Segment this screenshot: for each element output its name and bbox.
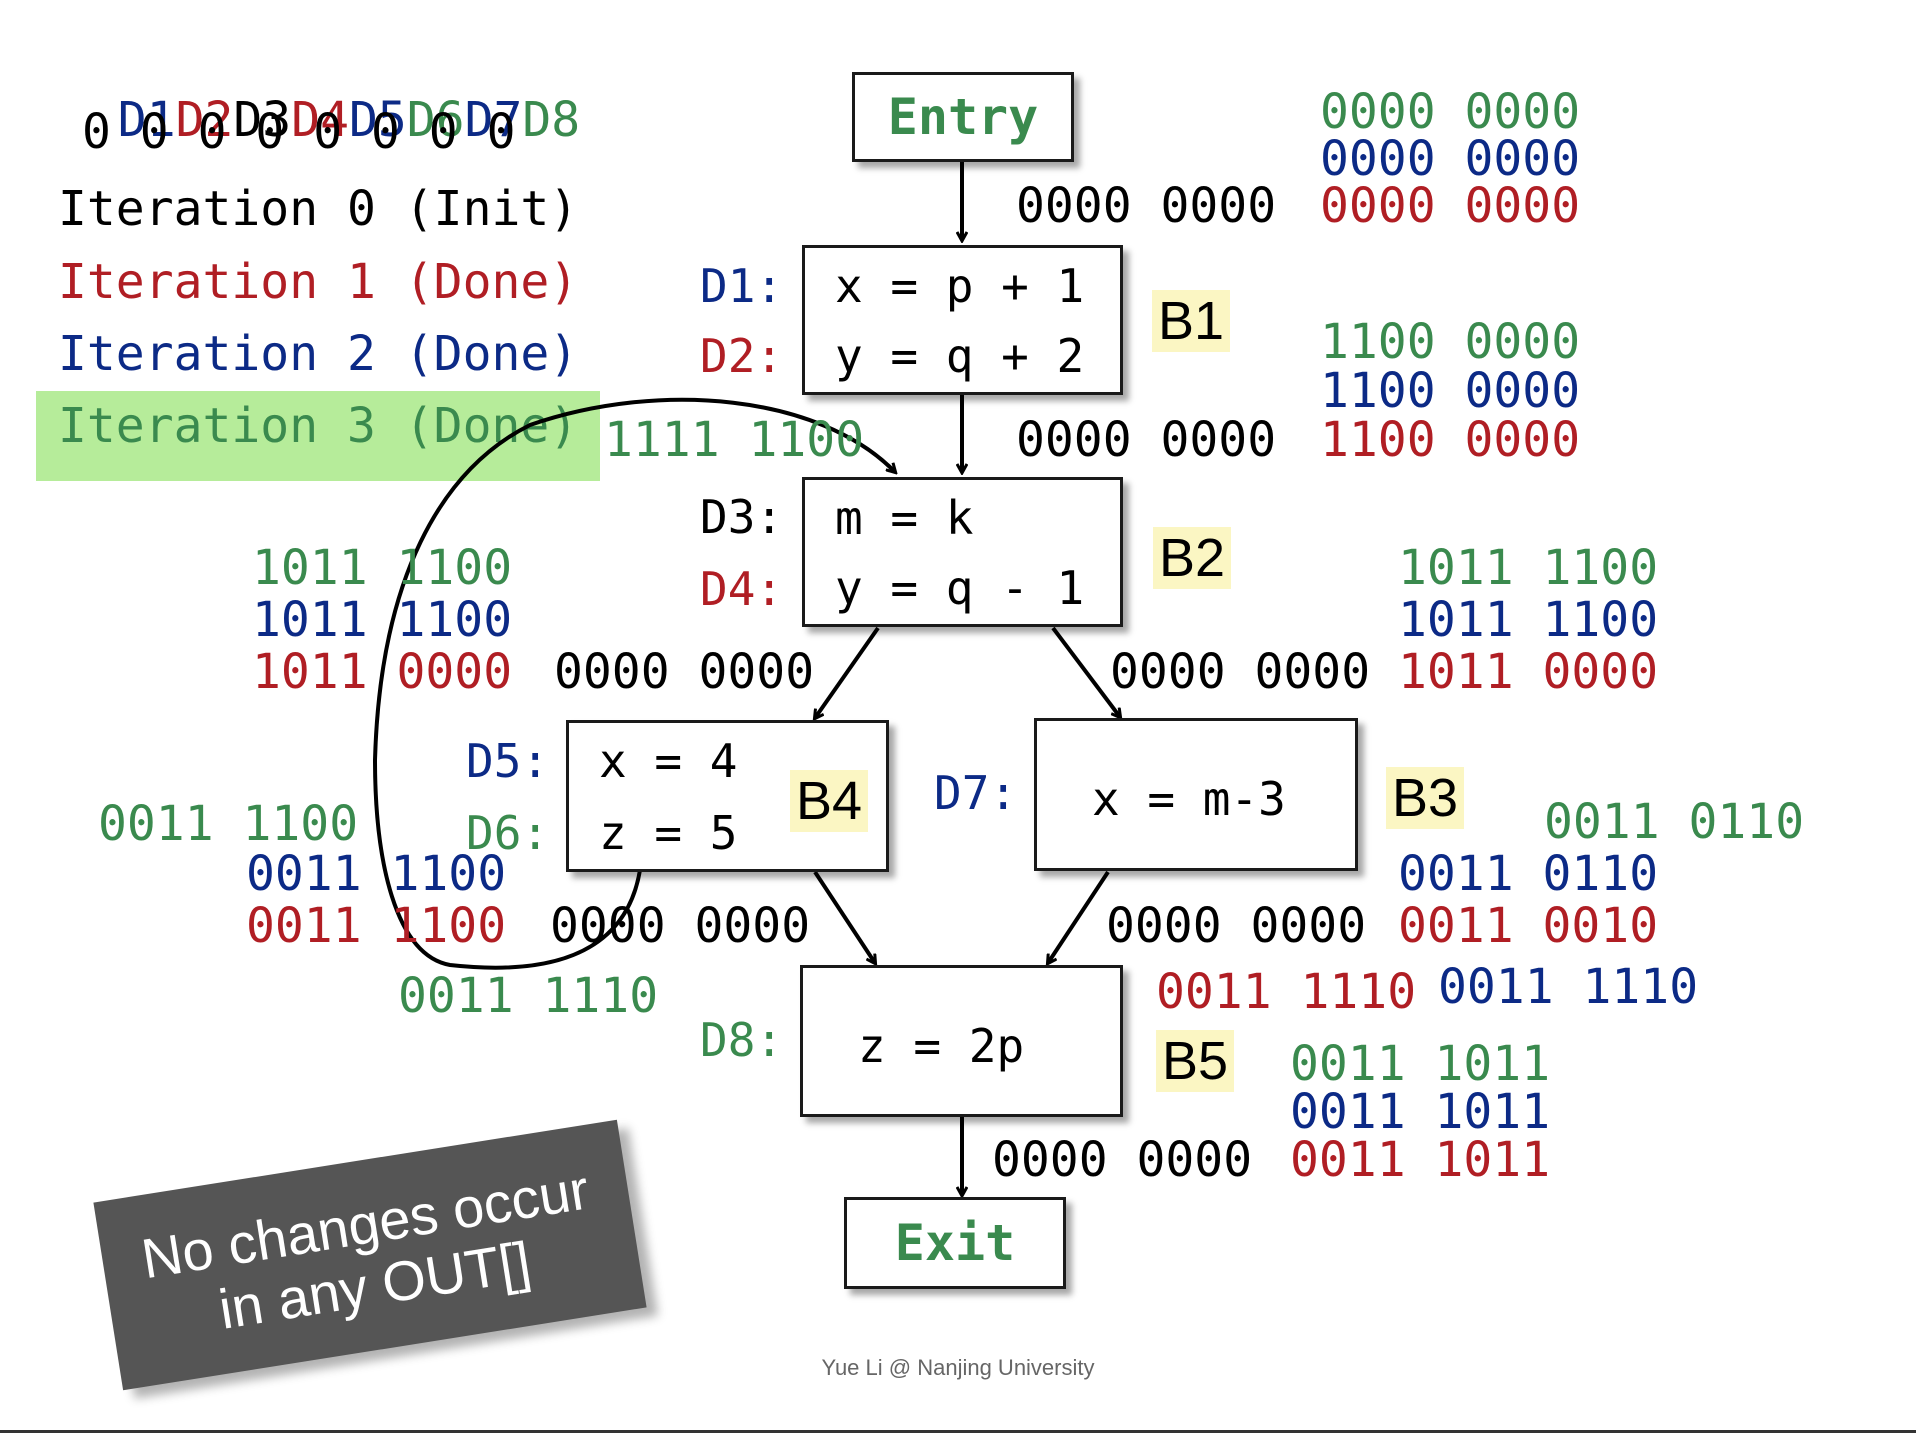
b5-out-iter1: 0011 1011 bbox=[1290, 1132, 1551, 1188]
b1-def-2: D2: bbox=[700, 329, 784, 383]
b1-out-init: 0000 0000 bbox=[1016, 412, 1277, 468]
b2-out-right-iter2: 1011 1100 bbox=[1398, 592, 1659, 648]
b5-label: B5 bbox=[1156, 1030, 1235, 1092]
block-b5: z = 2p bbox=[800, 965, 1123, 1117]
b2-out-right-init: 0000 0000 bbox=[1110, 644, 1371, 700]
b2-out-left-iter2: 1011 1100 bbox=[252, 592, 513, 648]
b2-stmt-2: y = q - 1 bbox=[835, 561, 1085, 615]
b4-def-2: D6: bbox=[466, 806, 550, 860]
block-b1: x = p + 1 y = q + 2 bbox=[802, 245, 1123, 395]
definition-d1: D1 bbox=[117, 92, 176, 148]
b3-label: B3 bbox=[1386, 767, 1465, 829]
b5-stmt-1: z = 2p bbox=[858, 1019, 1025, 1073]
b2-out-left-iter1: 1011 0000 bbox=[252, 644, 513, 700]
block-b3: x = m-3 bbox=[1034, 718, 1358, 871]
b1-stmt-1: x = p + 1 bbox=[835, 259, 1085, 313]
edge-b2-b4 bbox=[815, 626, 880, 718]
footer-credit: Yue Li @ Nanjing University bbox=[821, 1355, 1095, 1380]
definition-d3: D3 bbox=[233, 92, 292, 148]
b3-out-iter3: 0011 0110 bbox=[1544, 794, 1805, 850]
b2-in-iter3: 1111 1100 bbox=[604, 412, 865, 468]
b3-stmt-1: x = m-3 bbox=[1092, 772, 1286, 826]
definition-d6: D6 bbox=[406, 92, 465, 148]
definition-d2: D2 bbox=[175, 92, 234, 148]
edge-b2-b3 bbox=[1051, 626, 1120, 717]
iteration-1-label: Iteration 1 (Done) bbox=[58, 254, 579, 310]
b4-stmt-2: z = 5 bbox=[599, 806, 738, 860]
iteration-3-label: Iteration 3 (Done) bbox=[58, 398, 579, 454]
b5-def-1: D8: bbox=[700, 1013, 784, 1067]
iteration-3-highlight bbox=[36, 391, 600, 481]
b2-def-2: D4: bbox=[700, 562, 784, 616]
block-b2: m = k y = q - 1 bbox=[802, 477, 1123, 627]
exit-node: Exit bbox=[844, 1197, 1066, 1289]
b4-back-edge-value: 0011 1110 bbox=[398, 968, 659, 1024]
b4-stmt-1: x = 4 bbox=[599, 734, 738, 788]
entry-out-iter3: 0000 0000 bbox=[1320, 84, 1581, 140]
exit-label: Exit bbox=[894, 1214, 1016, 1272]
definition-d8: D8 bbox=[522, 92, 581, 148]
b1-def-1: D1: bbox=[700, 259, 784, 313]
iteration-0-label: Iteration 0 (Init) bbox=[58, 181, 579, 237]
b2-out-right-iter1: 1011 0000 bbox=[1398, 644, 1659, 700]
b2-out-left-init: 0000 0000 bbox=[554, 644, 815, 700]
b3-out-iter2: 0011 0110 bbox=[1398, 846, 1659, 902]
b4-def-1: D5: bbox=[466, 734, 550, 788]
b4-out-iter3: 0011 1100 bbox=[98, 796, 359, 852]
b3-out-init: 0000 0000 bbox=[1106, 898, 1367, 954]
b4-out-iter1: 0011 1100 bbox=[246, 898, 507, 954]
entry-label: Entry bbox=[887, 88, 1039, 146]
b2-out-right-iter3: 1011 1100 bbox=[1398, 540, 1659, 596]
b3-def-1: D7: bbox=[934, 766, 1018, 820]
b3-out-iter1: 0011 0010 bbox=[1398, 898, 1659, 954]
b2-stmt-1: m = k bbox=[835, 491, 974, 545]
definition-d4: D4 bbox=[291, 92, 349, 148]
b4-label: B4 bbox=[790, 770, 869, 832]
b5-in-iter1: 0011 1110 bbox=[1156, 964, 1417, 1020]
b1-stmt-2: y = q + 2 bbox=[835, 329, 1085, 383]
b2-def-1: D3: bbox=[700, 490, 784, 544]
b5-out-init: 0000 0000 bbox=[992, 1132, 1253, 1188]
b2-out-left-iter3: 1011 1100 bbox=[252, 540, 513, 596]
definition-d7: D7 bbox=[464, 92, 523, 148]
b4-out-init: 0000 0000 bbox=[550, 898, 811, 954]
edge-b4-back-to-b2 bbox=[372, 397, 895, 970]
definitions-header: D1D2D3D4D5D6D7D8 bbox=[60, 48, 580, 144]
iteration-2-label: Iteration 2 (Done) bbox=[58, 326, 579, 382]
b1-out-iter3: 1100 0000 bbox=[1320, 314, 1581, 370]
initial-bits: 0 0 0 0 0 0 0 0 bbox=[82, 104, 516, 160]
definition-d5: D5 bbox=[348, 92, 407, 148]
b4-out-iter2: 0011 1100 bbox=[246, 846, 507, 902]
b1-label: B1 bbox=[1152, 290, 1231, 352]
b1-out-iter1: 1100 0000 bbox=[1320, 412, 1581, 468]
b5-out-iter2: 0011 1011 bbox=[1290, 1084, 1551, 1140]
b1-out-iter2: 1100 0000 bbox=[1320, 363, 1581, 419]
b5-out-iter3: 0011 1011 bbox=[1290, 1036, 1551, 1092]
b2-label: B2 bbox=[1153, 527, 1232, 589]
b5-in-iter2: 0011 1110 bbox=[1438, 959, 1699, 1015]
entry-out-iter1: 0000 0000 bbox=[1320, 178, 1581, 234]
entry-out-iter2: 0000 0000 bbox=[1320, 131, 1581, 187]
bottom-rule bbox=[0, 1430, 1916, 1433]
edge-b3-b5 bbox=[1048, 870, 1110, 963]
entry-out-init: 0000 0000 bbox=[1016, 178, 1277, 234]
entry-node: Entry bbox=[852, 72, 1074, 162]
edge-b4-b5 bbox=[813, 870, 875, 963]
